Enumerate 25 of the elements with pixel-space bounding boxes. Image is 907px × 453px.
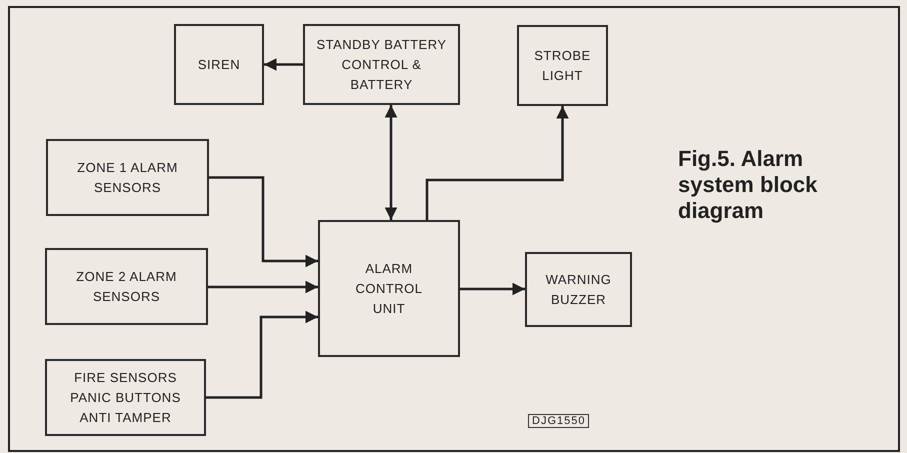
block-label: ALARM CONTROL UNIT (354, 260, 424, 318)
block-box (303, 24, 460, 105)
block-box (45, 248, 208, 325)
arrow (264, 58, 303, 71)
block-box (525, 252, 632, 327)
block-label: ZONE 1 ALARM SENSORS (76, 158, 179, 196)
arrow (208, 280, 318, 294)
block-box (517, 25, 608, 106)
arrow (426, 106, 569, 220)
arrow (206, 310, 318, 399)
arrow (209, 176, 318, 268)
block-box (318, 220, 460, 357)
block-box (46, 139, 209, 216)
block-label: SIREN (198, 56, 240, 74)
block-label: ZONE 2 ALARM SENSORS (75, 268, 178, 306)
block-label: FIRE SENSORS PANIC BUTTONS ANTI TAMPER (69, 368, 182, 426)
block-label: WARNING BUZZER (544, 270, 612, 308)
block-label: STANDBY BATTERY CONTROL & BATTERY (315, 36, 448, 94)
block-label: STROBE LIGHT (533, 46, 592, 84)
figure-caption: Fig.5. Alarm system block diagram (678, 146, 818, 224)
drawing-number: DJG1550 (528, 414, 590, 428)
block-box (45, 359, 206, 436)
arrow (384, 105, 398, 220)
block-box (174, 24, 264, 105)
arrow (460, 282, 525, 296)
